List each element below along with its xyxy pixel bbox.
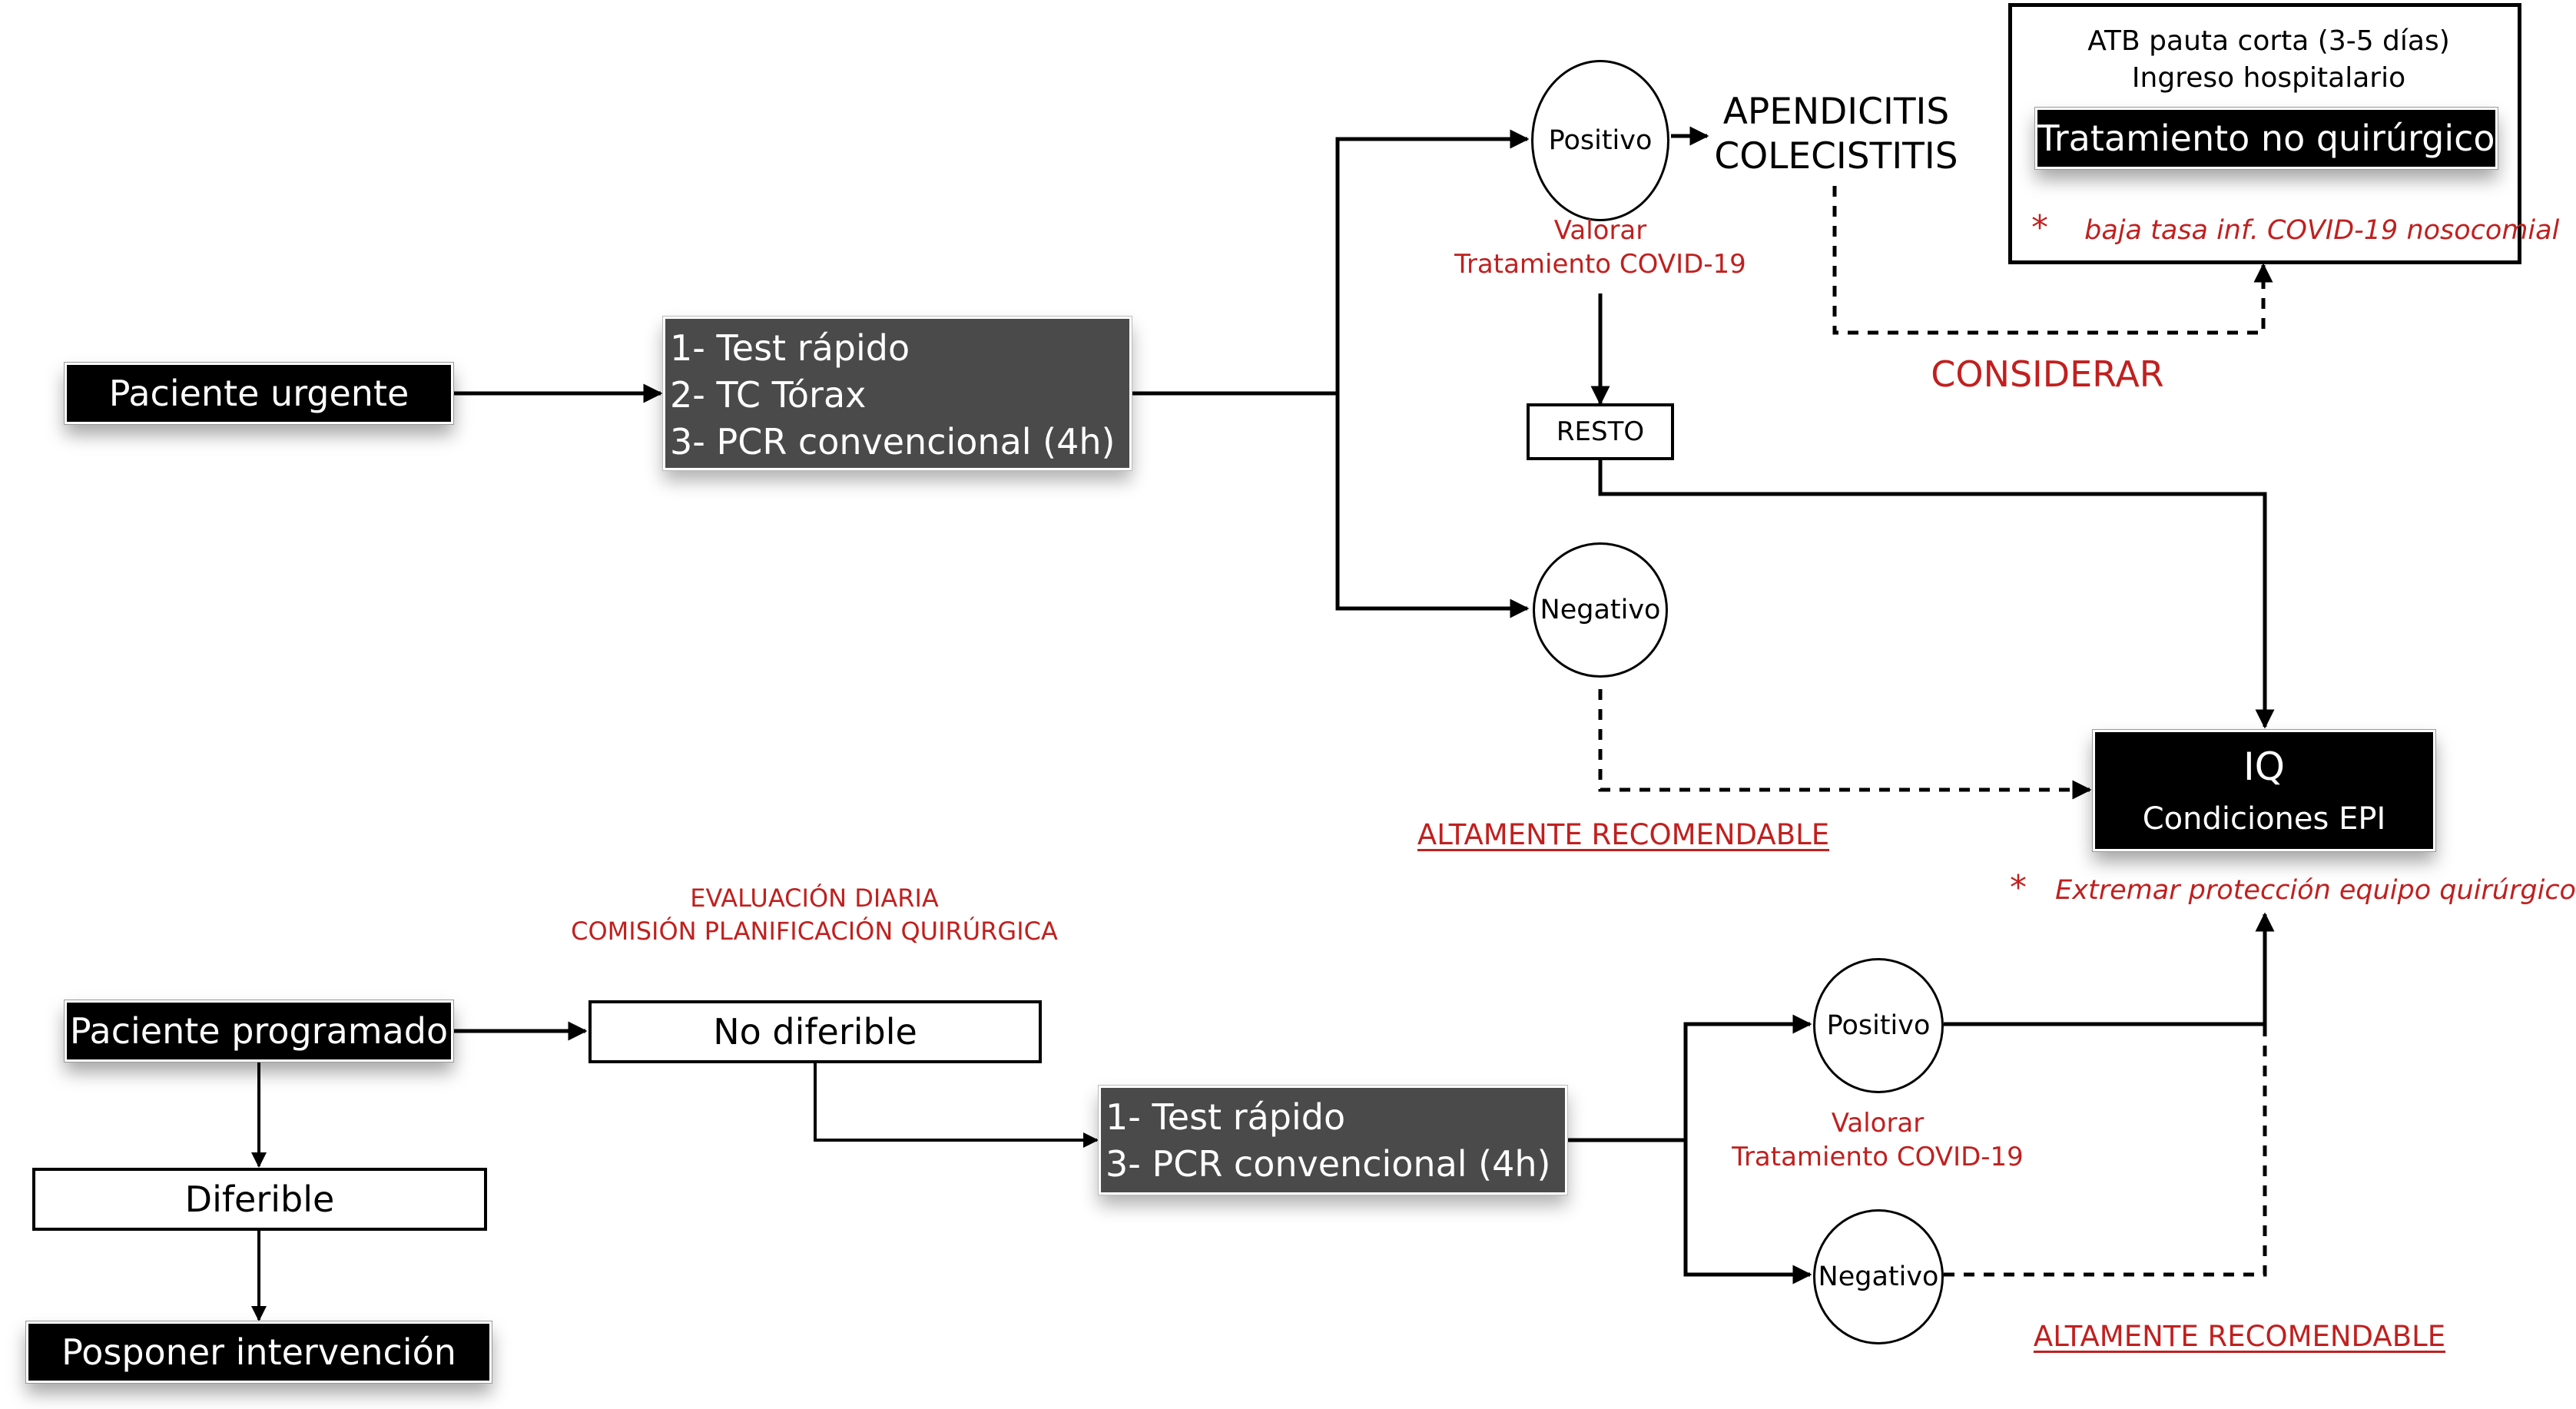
rest-label: RESTO	[1556, 416, 1645, 447]
scheduled-positive-note-line2: Tratamiento COVID-19	[1732, 1142, 2024, 1172]
arrow-branch-to-negative	[1335, 393, 1530, 618]
diagnosis-cholecystitis: COLECISTITIS	[1714, 135, 1958, 177]
urgent-test-item: 3- PCR convencional (4h)	[670, 421, 1116, 462]
scheduled-positive-label: Positivo	[1826, 1010, 1931, 1041]
dashed-arrow-diagnoses-to-nonsurgical	[1832, 186, 2273, 335]
surgery-note: * Extremar protección equipo quirúrgico	[2010, 868, 2576, 907]
non-surgical-line1: ATB pauta corta (3-5 días)	[2087, 25, 2450, 57]
urgent-tests-node: 1- Test rápido 2- TC Tórax 3- PCR conven…	[662, 316, 1132, 471]
arrow-positive2-to-surgery	[1944, 912, 2275, 1026]
deferrable-node: Diferible	[32, 1168, 487, 1231]
postpone-node: Posponer intervención	[25, 1321, 492, 1384]
non-surgical-box: ATB pauta corta (3-5 días) Ingreso hospi…	[2008, 3, 2559, 264]
non-surgical-title-node: Tratamiento no quirúrgico	[2034, 107, 2498, 170]
urgent-test-item: 1- Test rápido	[670, 327, 910, 369]
asterisk-icon: *	[2031, 208, 2048, 247]
scheduled-patient-label: Paciente programado	[69, 1010, 449, 1052]
non-surgical-title: Tratamiento no quirúrgico	[2037, 118, 2495, 159]
scheduled-negative-node: Negativo	[1813, 1209, 1944, 1344]
scheduled-test-item: 3- PCR convencional (4h)	[1106, 1143, 1551, 1185]
urgent-positive-node: Positivo	[1531, 60, 1669, 221]
consider-label: CONSIDERAR	[1931, 353, 2164, 395]
deferrable-label: Diferible	[184, 1179, 335, 1220]
not-deferrable-label: No diferible	[713, 1011, 917, 1053]
urgent-patient-node: Paciente urgente	[64, 362, 454, 425]
scheduled-positive-note-line1: Valorar	[1831, 1108, 1925, 1139]
surgery-note-text: Extremar protección equipo quirúrgico	[2055, 875, 2576, 906]
urgent-test-item: 2- TC Tórax	[670, 374, 867, 416]
dashed-line-negative2-to-surgery	[1944, 1024, 2267, 1277]
non-surgical-note-text: baja tasa inf. COVID-19 nosocomial	[2084, 215, 2560, 246]
urgent-negative-node: Negativo	[1533, 542, 1668, 678]
surgery-title: IQ	[2243, 744, 2286, 789]
urgent-positive-note-line1: Valorar	[1553, 215, 1647, 246]
scheduled-highly-recommended-label: ALTAMENTE RECOMENDABLE	[2033, 1320, 2446, 1353]
non-surgical-note: * baja tasa inf. COVID-19 nosocomial	[2031, 208, 2559, 247]
urgent-positive-note-line2: Tratamiento COVID-19	[1454, 249, 1746, 280]
diagnosis-appendicitis: APENDICITIS	[1722, 91, 1950, 133]
postpone-label: Posponer intervención	[61, 1331, 456, 1373]
scheduled-test-item: 1- Test rápido	[1106, 1096, 1346, 1138]
committee-note-line2: COMISIÓN PLANIFICACIÓN QUIRÚRGICA	[571, 917, 1058, 946]
committee-note-line1: EVALUACIÓN DIARIA	[690, 884, 939, 913]
arrow-branch2-to-positive	[1683, 1014, 1812, 1140]
urgent-positive-label: Positivo	[1548, 125, 1653, 156]
arrow-branch-to-positive	[1335, 129, 1530, 393]
urgent-highly-recommended-label: ALTAMENTE RECOMENDABLE	[1417, 818, 1830, 851]
arrow-resto-to-surgery	[1598, 459, 2275, 729]
non-surgical-line2: Ingreso hospitalario	[2131, 62, 2406, 94]
surgery-node: IQ Condiciones EPI	[2092, 729, 2436, 852]
arrow-not-deferrable-to-tests	[814, 1062, 1099, 1148]
surgery-subtitle: Condiciones EPI	[2142, 801, 2386, 837]
scheduled-tests-node: 1- Test rápido 3- PCR convencional (4h)	[1098, 1085, 1568, 1195]
arrow-branch2-to-negative	[1683, 1140, 1812, 1285]
dashed-arrow-negative-to-surgery	[1598, 689, 2092, 800]
asterisk-icon: *	[2010, 868, 2027, 907]
not-deferrable-node: No diferible	[588, 1000, 1042, 1063]
urgent-negative-label: Negativo	[1540, 595, 1661, 625]
rest-node: RESTO	[1527, 403, 1674, 460]
urgent-patient-label: Paciente urgente	[108, 373, 409, 414]
scheduled-positive-node: Positivo	[1813, 958, 1944, 1093]
scheduled-negative-label: Negativo	[1818, 1261, 1939, 1292]
scheduled-patient-node: Paciente programado	[64, 1000, 454, 1063]
